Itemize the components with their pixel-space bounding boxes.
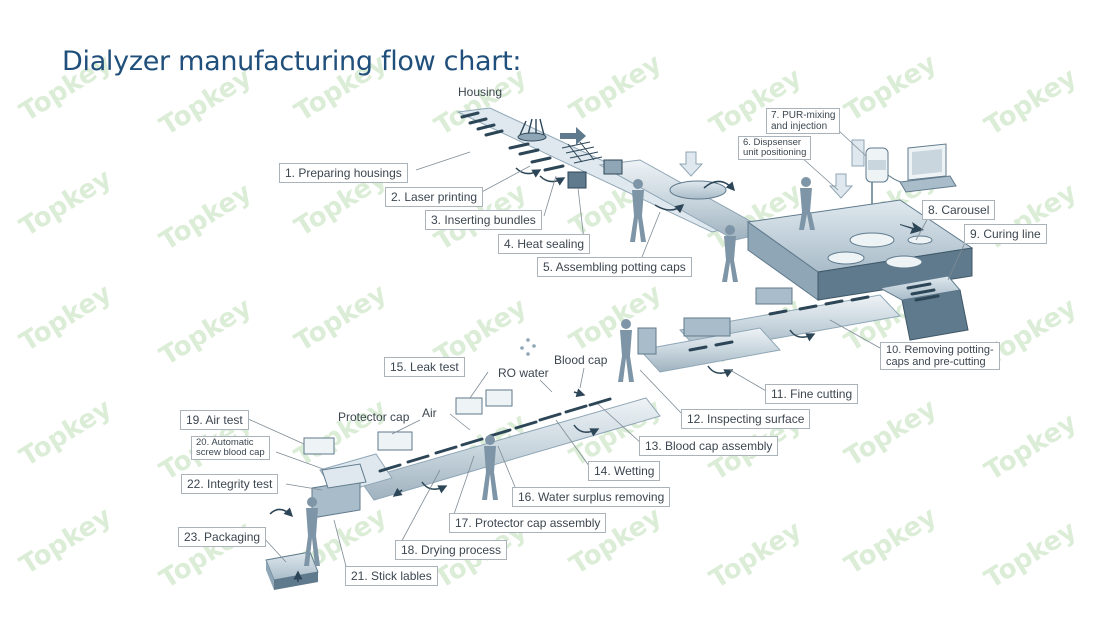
step-18-label: 18. Drying process [395,540,508,560]
step-8-label: 8. Carousel [922,200,996,220]
step-20-label: 20. Automatic screw blood cap [191,436,270,460]
step-19-label: 19. Air test [180,410,249,430]
step-1-label: 1. Preparing housings [279,163,408,183]
leader-lines [245,129,969,575]
step-6-line-1: 6. Dispsenser [743,137,802,148]
step-9-label: 9. Curing line [964,224,1047,244]
pur-mixing-unit [865,143,957,250]
step-6-label: 6. Dispsenser unit positioning [738,136,812,160]
step-20-line-1: 20. Automatic [196,437,254,448]
step-11-label: 11. Fine cutting [765,384,859,404]
upper-conveyor [456,107,772,241]
step-4-label: 4. Heat sealing [498,234,591,254]
step-13-label: 13. Blood cap assembly [639,436,779,456]
workers [304,177,815,566]
step-12-label: 12. Inspecting surface [681,409,811,429]
step-7-line-1: 7. PUR-mixing [771,110,836,121]
step-5-label: 5. Assembling potting caps [537,257,692,277]
step-20-line-2: screw blood cap [196,447,265,458]
step-6-line-2: unit positioning [743,147,807,158]
lower-conveyor [265,338,661,590]
label-ro-water: RO water [498,366,549,380]
step-10-line-2: caps and pre-cutting [886,356,986,368]
step-7-label: 7. PUR-mixing and injection [766,108,841,134]
step-23-label: 23. Packaging [178,527,267,547]
flow-arrows [678,139,865,199]
label-blood-cap: Blood cap [554,353,608,367]
step-22-label: 22. Integrity test [181,474,279,494]
step-10-line-1: 10. Removing potting- [886,344,994,356]
step-15-label: 15. Leak test [384,357,465,377]
step-10-label: 10. Removing potting- caps and pre-cutti… [880,342,1000,370]
step-21-label: 21. Stick lables [345,566,438,586]
step-7-line-2: and injection [771,121,828,132]
step-3-label: 3. Inserting bundles [425,210,542,230]
step-16-label: 16. Water surplus removing [512,487,671,507]
middle-conveyor [639,287,902,378]
label-housing: Housing [458,85,503,99]
step-17-label: 17. Protector cap assembly [449,513,607,533]
step-2-label: 2. Laser printing [385,187,484,207]
label-air: Air [422,406,437,420]
step-14-label: 14. Wetting [588,461,661,481]
page-title: Dialyzer manufacturing flow chart: [62,46,522,77]
label-protector-cap: Protector cap [338,410,410,424]
